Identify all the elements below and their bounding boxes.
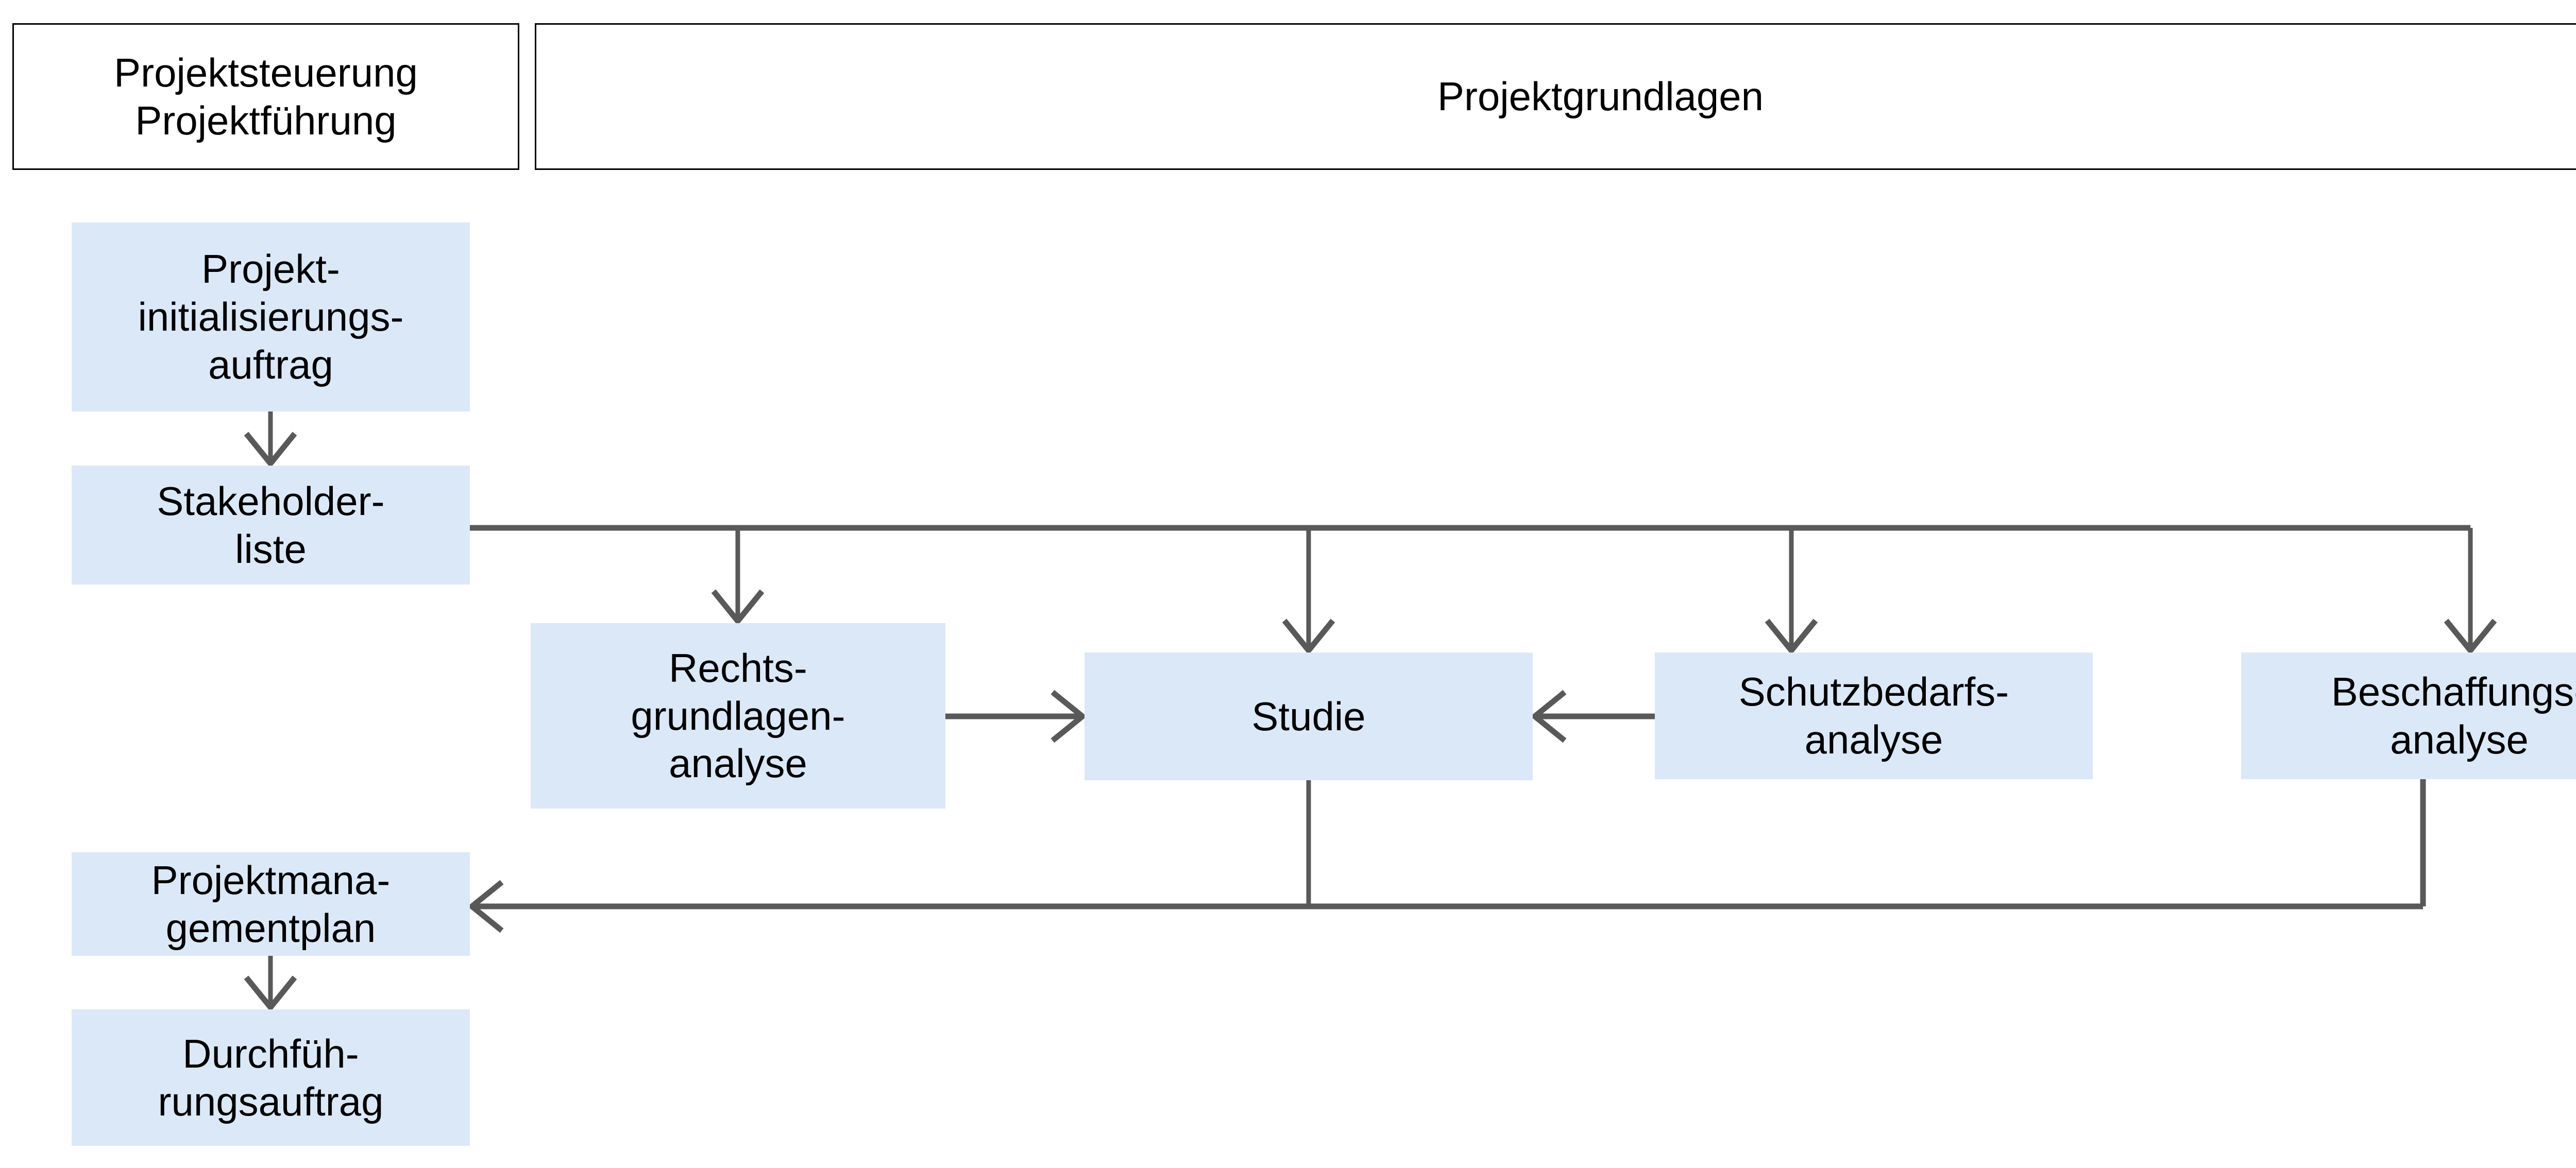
edge-schutzbedarfsanalyse-to-studie (1530, 690, 1655, 743)
header-projektsteuerung: Projektsteuerung Projektführung (12, 23, 519, 170)
edge-auftrag-to-stakeholderliste (244, 411, 297, 468)
node-durchfuehrungsauftrag[interactable]: Durchfüh- rungsauftrag (72, 1009, 470, 1146)
edge-top-bus-to-beschaffungsanalyse (2444, 528, 2497, 655)
node-rechtsgrundlagenanalyse[interactable]: Rechts- grundlagen- analyse (531, 623, 945, 809)
edge-rechtsgrundlagenanalyse-to-studie (945, 690, 1087, 743)
edge-top-bus-to-studie (1282, 528, 1335, 655)
node-beschaffungsanalyse[interactable]: Beschaffungs- analyse (2241, 652, 2576, 779)
node-projektinitialisierungsauftrag[interactable]: Projekt- initialisierungs- auftrag (72, 222, 470, 411)
node-stakeholderliste[interactable]: Stakeholder- liste (72, 466, 470, 585)
edge-projektmanagementplan-to-durchfuehrungsauftrag (244, 956, 297, 1012)
node-schutzbedarfsanalyse[interactable]: Schutzbedarfs- analyse (1655, 652, 2093, 779)
node-studie[interactable]: Studie (1084, 652, 1533, 780)
edge-top-bus-to-schutzbedarfsanalyse (1765, 528, 1818, 655)
node-projektmanagementplan[interactable]: Projektmana- gementplan (72, 852, 470, 956)
edge-top-bus-to-rechtsgrundlagenanalyse (711, 528, 765, 626)
header-projektgrundlagen: Projektgrundlagen (535, 23, 2576, 170)
edge-bottom-bus-to-projektmanagementplan (467, 880, 2423, 933)
